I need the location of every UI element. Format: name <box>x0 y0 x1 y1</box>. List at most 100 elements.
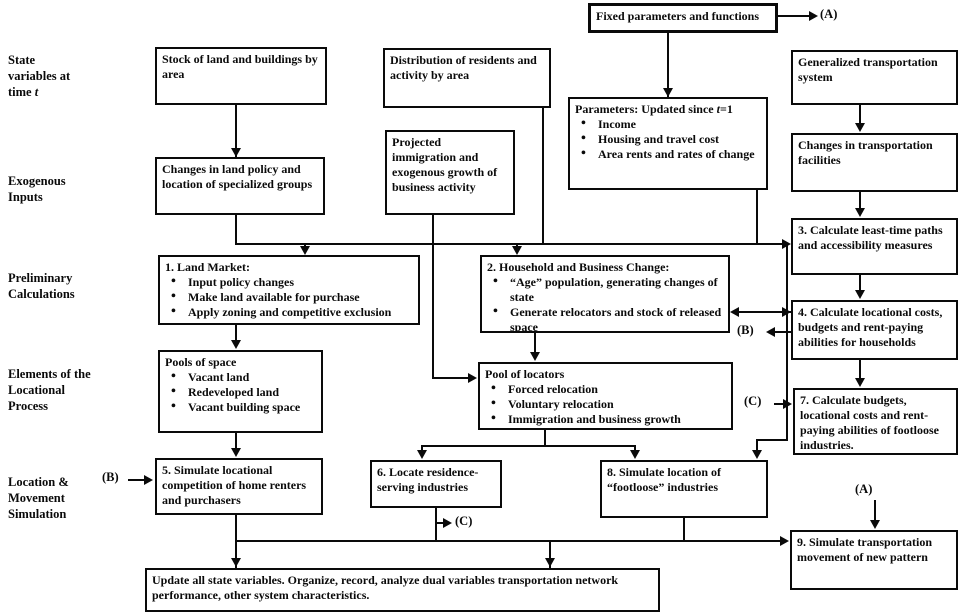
box-title: Pool of locators <box>485 367 565 381</box>
arrowhead-down <box>545 558 555 567</box>
arrowhead-down <box>530 352 540 361</box>
box-title: 5. Simulate locational competition of ho… <box>162 463 307 507</box>
box-5-simulate-locational-competition: 5. Simulate locational competition of ho… <box>155 458 323 515</box>
connector-line <box>859 192 861 213</box>
arrowhead-right <box>468 373 477 383</box>
connector-line <box>235 515 237 542</box>
arrowhead-down <box>855 123 865 132</box>
arrowhead-right <box>780 536 789 546</box>
connector-line <box>667 33 669 97</box>
connector-line <box>859 105 861 128</box>
row-label-italic-t: t <box>34 85 39 99</box>
title-prefix: Parameters: Updated since <box>575 102 717 116</box>
tag-b-mid: (B) <box>737 323 754 337</box>
arrowhead-down <box>663 88 673 97</box>
connector-line <box>774 403 788 405</box>
box-title: Projected immigration and exogenous grow… <box>392 135 498 194</box>
bullet-item: Apply zoning and competitive exclusion <box>160 304 418 320</box>
connector-line <box>786 245 788 441</box>
box-projected-immigration: Projected immigration and exogenous grow… <box>385 130 515 215</box>
bullet-item: Vacant land <box>160 369 321 385</box>
box-title: 8. Simulate location of “footloose” indu… <box>607 465 721 494</box>
box-changes-transportation-facilities: Changes in transportation facilities <box>791 133 958 192</box>
connector-line <box>235 540 785 542</box>
row-label-elements-locational-process: Elements of the Locational Process <box>8 367 91 413</box>
box-parameters-updated: Parameters: Updated since t=1 IncomeHous… <box>568 97 768 190</box>
arrowhead-down <box>870 520 880 529</box>
connector-line <box>859 360 861 383</box>
bullet-item: Area rents and rates of change <box>570 146 766 162</box>
connector-line <box>235 542 237 568</box>
bullet-item: Vacant building space <box>160 399 321 415</box>
box-9-simulate-transportation-movement: 9. Simulate transportation movement of n… <box>790 530 958 590</box>
box-8-simulate-footloose: 8. Simulate location of “footloose” indu… <box>600 460 768 518</box>
connector-line <box>756 441 758 453</box>
tag-a-mid: (A) <box>855 482 873 496</box>
title-suffix: =1 <box>719 102 733 116</box>
tag-a-top: (A) <box>820 7 838 21</box>
connector-line <box>421 445 636 447</box>
bullet-item: Generate relocators and stock of release… <box>482 304 728 331</box>
box-title: Generalized transportation system <box>798 55 938 84</box>
bullet-item: Housing and travel cost <box>570 131 766 147</box>
bullet-list: IncomeHousing and travel costArea rents … <box>570 116 766 162</box>
arrowhead-down <box>231 558 241 567</box>
bullet-item: Forced relocation <box>480 381 731 397</box>
connector-line <box>874 500 876 526</box>
arrowhead-down <box>855 208 865 217</box>
box-7-calculate-budgets: 7. Calculate budgets, locational costs a… <box>793 388 958 455</box>
arrowhead-left <box>730 307 739 317</box>
tag-c-mid: (C) <box>744 394 762 408</box>
bullet-item: Income <box>570 116 766 132</box>
connector-line <box>734 311 791 313</box>
connector-line <box>235 325 237 345</box>
bullet-item: Make land available for purchase <box>160 289 418 305</box>
box-title: Changes in land policy and location of s… <box>162 162 313 191</box>
arrowhead-down <box>300 246 310 255</box>
row-label-exogenous-inputs: Exogenous Inputs <box>8 174 66 204</box>
bullet-list: Forced relocationVoluntary relocationImm… <box>480 381 731 427</box>
connector-line <box>542 108 544 245</box>
box-pools-of-space: Pools of space Vacant landRedeveloped la… <box>158 350 323 433</box>
arrowhead-down <box>417 450 427 459</box>
arrowhead-down <box>512 246 522 255</box>
arrowhead-right <box>783 399 792 409</box>
box-6-locate-residence-serving: 6. Locate residence-serving industries <box>370 460 502 508</box>
arrowhead-right <box>144 475 153 485</box>
box-generalized-transportation: Generalized transportation system <box>791 50 958 105</box>
arrowhead-down <box>231 448 241 457</box>
connector-line <box>235 215 237 245</box>
bullet-item: Voluntary relocation <box>480 396 731 412</box>
arrowhead-down <box>855 378 865 387</box>
connector-line <box>770 331 791 333</box>
arrowhead-down <box>231 340 241 349</box>
row-label-text: State variables at time <box>8 53 71 99</box>
connector-line <box>235 433 237 453</box>
box-title: 7. Calculate budgets, locational costs a… <box>800 393 940 452</box>
connector-line <box>435 508 437 541</box>
box-changes-land-policy: Changes in land policy and location of s… <box>155 157 325 215</box>
box-title: 3. Calculate least-time paths and access… <box>798 223 943 252</box>
box-2-household-business-change: 2. Household and Business Change: “Age” … <box>480 255 730 333</box>
box-title: Fixed parameters and functions <box>596 9 759 23</box>
connector-line <box>534 333 536 357</box>
box-title: 6. Locate residence-serving industries <box>377 465 479 494</box>
connector-line <box>235 243 783 245</box>
bullet-item: Redeveloped land <box>160 384 321 400</box>
box-title: 9. Simulate transportation movement of n… <box>797 535 932 564</box>
box-fixed-parameters: Fixed parameters and functions <box>588 3 778 33</box>
row-label-state-variables: State variables at time t <box>8 52 80 100</box>
tag-c-bottom: (C) <box>455 514 473 528</box>
connector-line <box>544 430 546 446</box>
connector-line <box>756 190 758 245</box>
arrowhead-right <box>443 518 452 528</box>
arrowhead-right <box>809 11 818 21</box>
box-update-state-variables: Update all state variables. Organize, re… <box>145 568 660 612</box>
box-title: Pools of space <box>165 355 237 369</box>
arrowhead-down <box>855 290 865 299</box>
title-italic-t: t <box>716 102 720 116</box>
arrowhead-down <box>630 450 640 459</box>
connector-line <box>432 377 472 379</box>
arrowhead-right <box>782 307 791 317</box>
arrowhead-right <box>782 239 791 249</box>
